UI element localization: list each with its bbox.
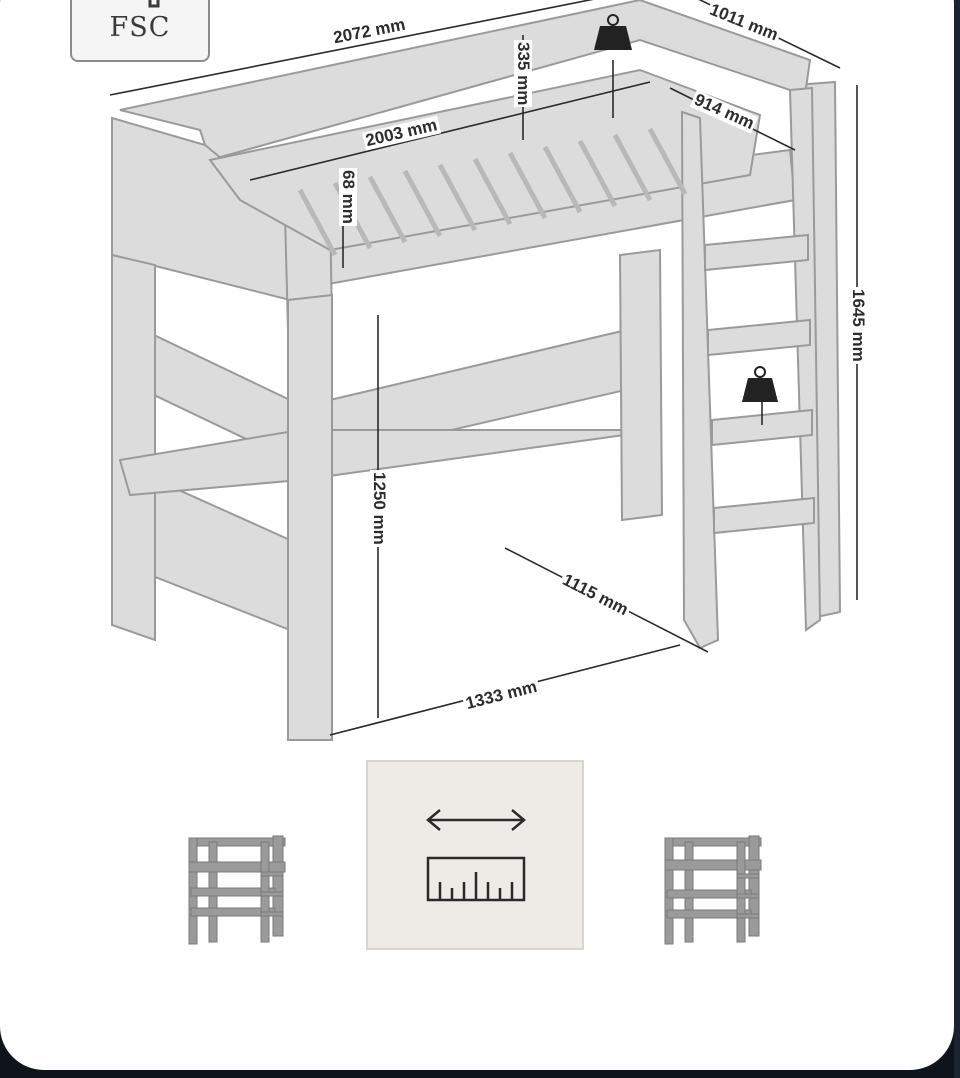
dim-total-height: 1645 mm [849,287,868,364]
fsc-label: FSC [109,12,171,43]
thumbnail-dimensions-view[interactable] [366,760,584,950]
dim-clearance-height: 1250 mm [370,470,389,547]
tree-check-icon [148,0,160,8]
window-edge [954,0,960,1078]
loft-bed-dimension-drawing [109,0,858,741]
thumbnail-side-view[interactable] [656,830,772,950]
loft-bed-thumbnail-icon [664,835,762,945]
measure-ruler-icon [426,809,526,902]
dim-slat-depth: 68 mm [339,168,358,226]
fsc-badge: FSC [70,0,210,62]
dim-guard-height: 335 mm [514,40,533,108]
thumbnail-front-view[interactable] [180,830,296,950]
loft-bed-thumbnail-icon [188,835,286,945]
